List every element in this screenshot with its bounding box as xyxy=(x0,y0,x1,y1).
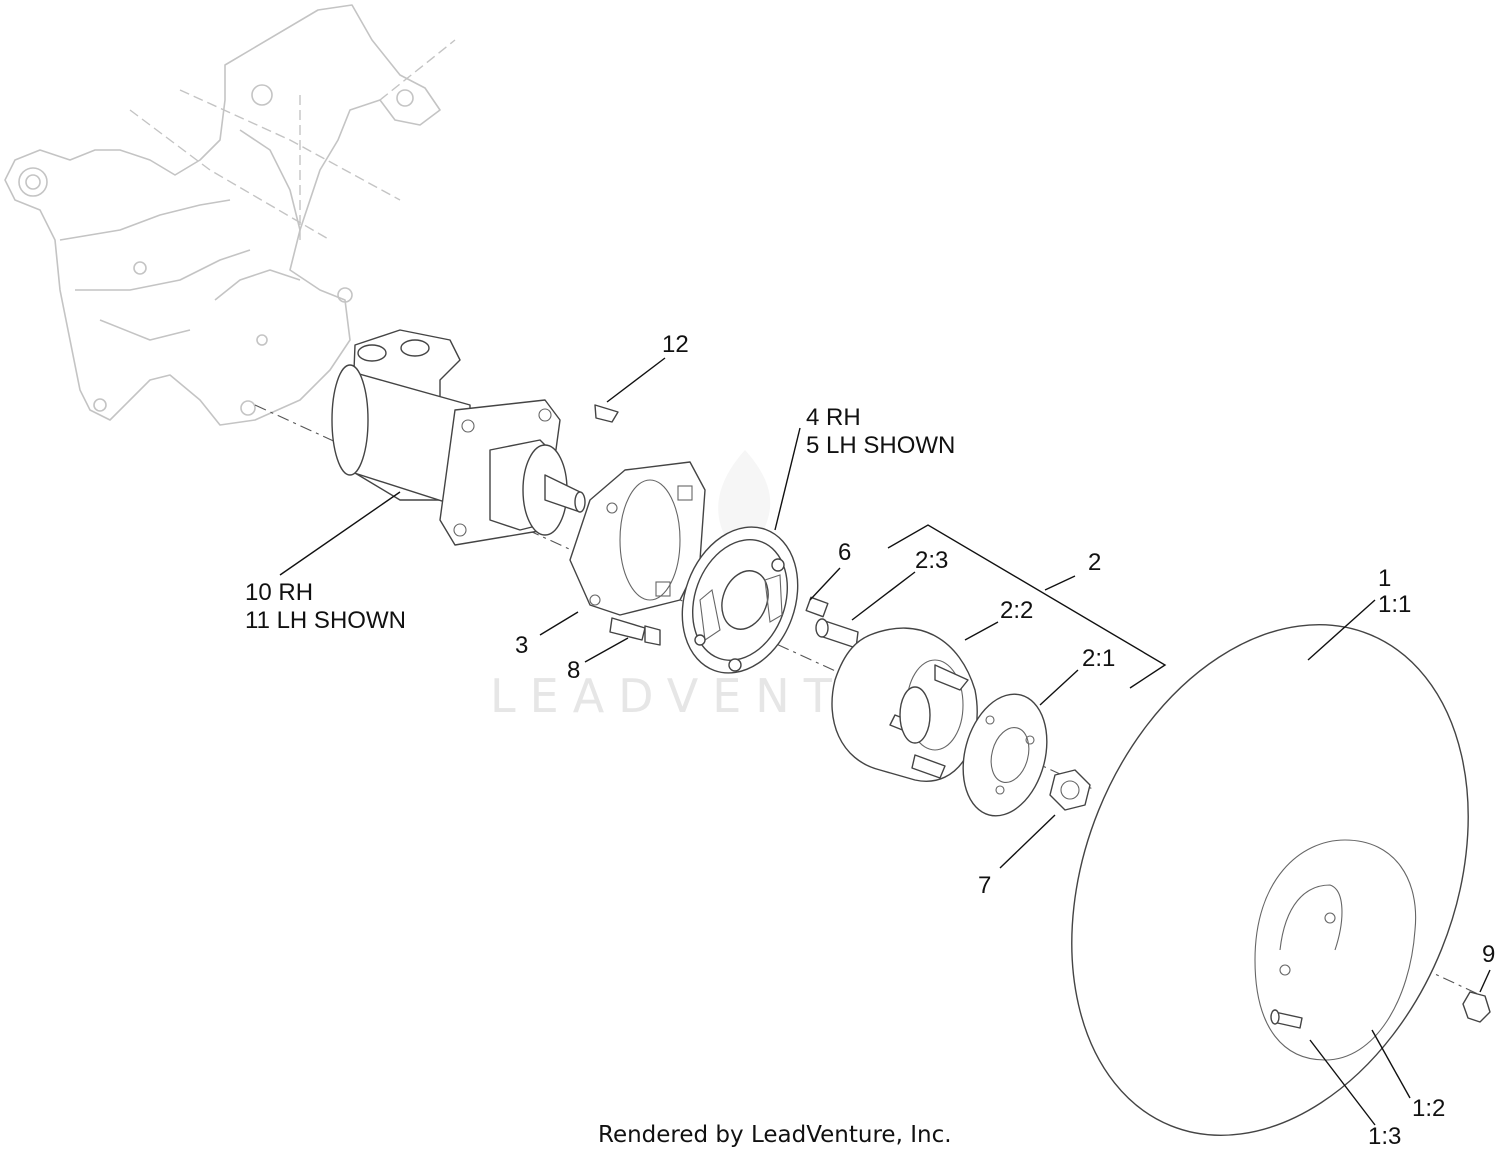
brake-assembly xyxy=(681,526,799,674)
callout-5-lh-shown: 5 LH SHOWN xyxy=(806,432,955,459)
callout-3: 3 xyxy=(515,632,528,659)
wheel-tire xyxy=(1071,624,1469,1136)
part-bolt xyxy=(609,617,661,646)
chassis-frame xyxy=(4,4,456,426)
callout-1: 1 xyxy=(1378,565,1391,592)
wheel-motor xyxy=(331,329,586,546)
callout-11-lh-shown: 11 LH SHOWN xyxy=(245,607,406,634)
callout-12: 12 xyxy=(662,331,689,358)
callout-4-rh: 4 RH xyxy=(806,404,861,431)
callout-2-1: 2:1 xyxy=(1082,645,1115,672)
callout-labels: 12 4 RH 5 LH SHOWN 10 RH 11 LH SHOWN 6 3… xyxy=(245,331,1495,1150)
callout-1-1: 1:1 xyxy=(1378,591,1411,618)
callout-2: 2 xyxy=(1088,549,1101,576)
footer-credit: Rendered by LeadVenture, Inc. xyxy=(598,1122,952,1148)
mount-plate xyxy=(569,461,706,616)
callout-1-2: 1:2 xyxy=(1412,1095,1445,1122)
brake-drum xyxy=(831,627,978,782)
part-nut xyxy=(1049,769,1091,811)
callout-6: 6 xyxy=(838,539,851,566)
part-stud xyxy=(805,596,829,618)
callout-10-rh: 10 RH xyxy=(245,579,313,606)
callout-2-3: 2:3 xyxy=(915,547,948,574)
part-key xyxy=(594,404,619,423)
lug-nut xyxy=(1462,991,1491,1023)
hub-flange xyxy=(962,693,1048,817)
callout-2-2: 2:2 xyxy=(1000,597,1033,624)
hub-stud xyxy=(815,618,859,649)
callout-1-3: 1:3 xyxy=(1368,1123,1401,1150)
callout-9: 9 xyxy=(1482,941,1495,968)
leader-lines xyxy=(279,357,1491,1126)
callout-7: 7 xyxy=(978,872,991,899)
callout-8: 8 xyxy=(567,657,580,684)
